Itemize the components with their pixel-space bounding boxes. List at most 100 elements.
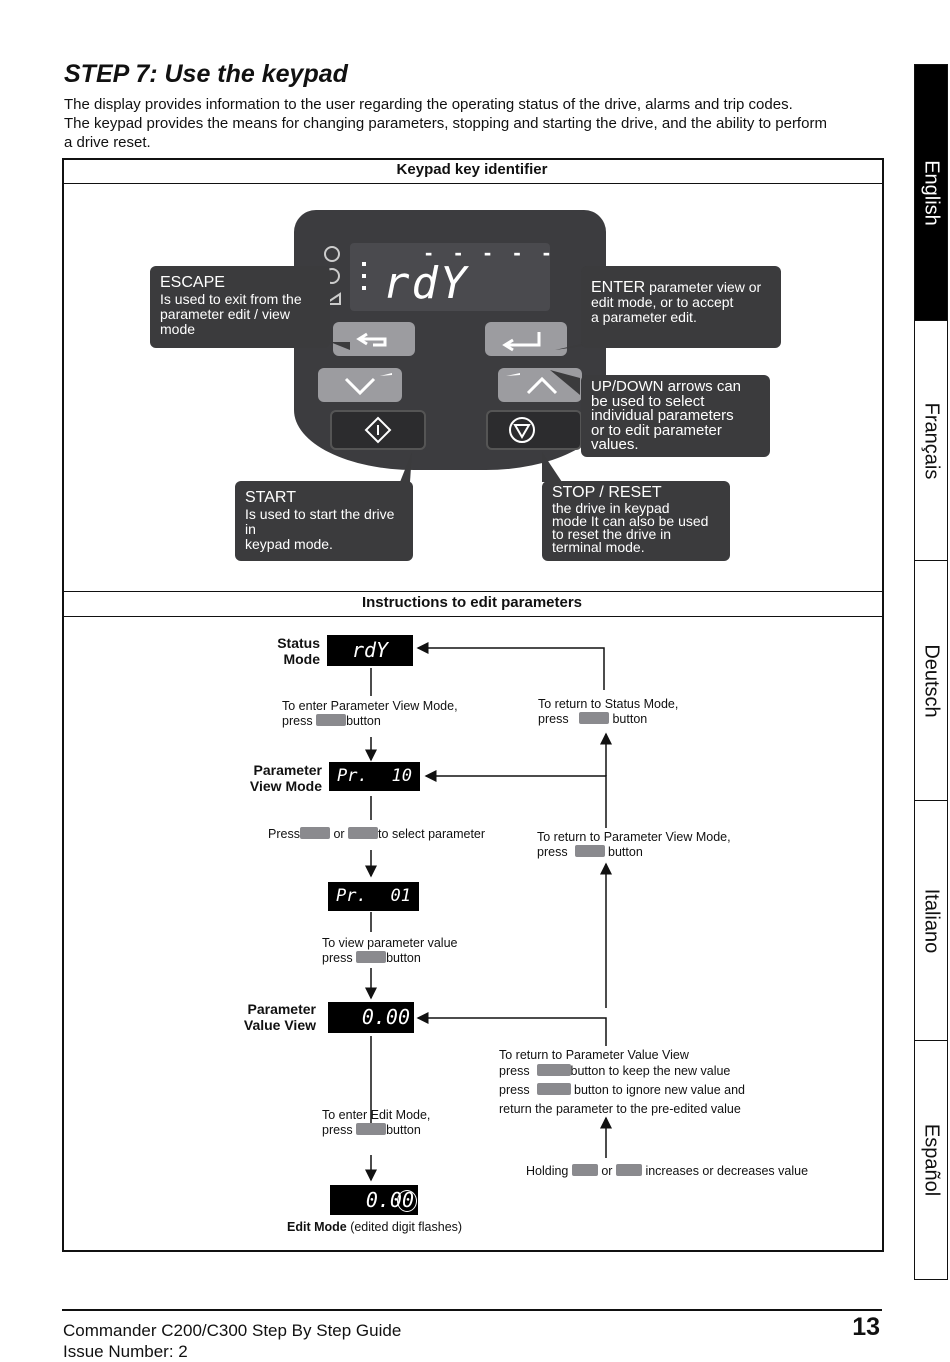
- language-tabs: English Français Deutsch Italiano Españo…: [914, 64, 948, 1280]
- status-display: rdY: [327, 635, 413, 666]
- intro-text: The display provides information to the …: [64, 95, 894, 152]
- text-line: to select parameter: [378, 827, 486, 841]
- down-key[interactable]: [318, 368, 402, 402]
- param-display-2: Pr. 01: [328, 882, 419, 911]
- text-line: increases or decreases value: [645, 1164, 809, 1178]
- enter-callout-line: parameter view or: [645, 279, 762, 295]
- tab-label: Italiano: [920, 888, 943, 953]
- lcd-indicator-dots: [362, 262, 366, 266]
- text-line: press: [537, 845, 568, 859]
- display-text: 10: [391, 766, 412, 786]
- text-line: button: [612, 712, 648, 726]
- stop-callout: STOP / RESET the drive in keypad mode It…: [542, 481, 730, 561]
- updown-callout: UP/DOWN arrows can be used to select ind…: [581, 375, 770, 457]
- start-icon: [364, 416, 392, 444]
- updown-callout-line: or to edit parameter: [591, 421, 722, 439]
- text-line: Press: [268, 827, 300, 841]
- tab-label: Español: [920, 1123, 943, 1196]
- footer-issue: Issue Number: 2: [63, 1342, 188, 1361]
- escape-icon: [579, 712, 609, 724]
- text-line: To return to Parameter Value View: [499, 1048, 689, 1062]
- tab-label: English: [920, 159, 943, 226]
- enter-icon: [356, 951, 387, 963]
- label-line: Status: [277, 635, 320, 651]
- text-line: Holding: [526, 1164, 569, 1178]
- escape-callout: ESCAPE Is used to exit from the paramete…: [150, 266, 330, 348]
- view-value-text: To view parameter value press button: [322, 936, 457, 966]
- escape-callout-line: parameter edit / view: [160, 306, 290, 322]
- tab-espanol[interactable]: Español: [915, 1041, 947, 1278]
- lcd-text: rdY: [383, 258, 469, 309]
- text-line: press: [538, 712, 569, 726]
- stop-callout-line: mode It can also be used: [552, 513, 709, 529]
- start-callout: START Is used to start the drive in keyp…: [235, 481, 413, 561]
- enter-callout-line: edit mode, or to accept: [591, 294, 734, 310]
- updown-callout-line: be used to select: [591, 392, 705, 410]
- enter-icon: [356, 1123, 387, 1135]
- stop-callout-line: terminal mode.: [552, 539, 645, 555]
- label-line: Mode: [283, 651, 320, 667]
- return-param-view-text: To return to Parameter View Mode, press …: [537, 830, 731, 860]
- label-line: Value View: [243, 1017, 316, 1033]
- text-line: press: [499, 1064, 530, 1078]
- section-header-keypad: Keypad key identifier: [396, 161, 548, 178]
- down-arrow-icon: [344, 373, 392, 396]
- escape-icon: [574, 845, 605, 857]
- display-text: Pr.: [337, 766, 368, 786]
- tab-label: Deutsch: [920, 643, 943, 718]
- divider: [62, 616, 882, 617]
- enter-callout: ENTER parameter view or edit mode, or to…: [581, 266, 781, 348]
- enter-icon: [536, 1064, 571, 1076]
- content-frame: [62, 158, 884, 1252]
- enter-icon: [502, 332, 541, 352]
- text-line: button to ignore new value and: [574, 1083, 745, 1097]
- enter-callout-line: a parameter edit.: [591, 309, 697, 325]
- enter-icon: [316, 714, 347, 726]
- escape-icon: [356, 332, 387, 347]
- start-callout-line: keypad mode.: [245, 536, 333, 552]
- flashing-digit-indicator: [397, 1190, 417, 1212]
- tab-english[interactable]: English: [915, 65, 947, 321]
- return-value-view-text: To return to Parameter Value View press …: [499, 1048, 745, 1119]
- start-key[interactable]: [330, 410, 426, 450]
- tab-italiano[interactable]: Italiano: [915, 801, 947, 1041]
- text-line: press: [322, 1123, 353, 1137]
- intro-line-1: The display provides information to the …: [64, 96, 793, 113]
- escape-key[interactable]: [333, 322, 415, 356]
- enter-edit-text: To enter Edit Mode, press button: [322, 1108, 430, 1138]
- stop-callout-line: to reset the drive in: [552, 526, 672, 542]
- edit-mode-label: Edit Mode: [287, 1220, 347, 1234]
- start-callout-line: Is used to start the drive in: [245, 506, 395, 537]
- holding-text: Holding or increases or decreases value: [526, 1164, 808, 1179]
- stop-callout-line: the drive in keypad: [552, 500, 670, 516]
- text-line: To enter Parameter View Mode,: [282, 699, 458, 713]
- up-arrow-icon: [506, 373, 558, 395]
- text-line: To return to Status Mode,: [538, 697, 679, 711]
- lcd-dashes: - - - - -: [425, 240, 559, 265]
- keypad-display: [350, 243, 550, 311]
- text-line: press: [322, 951, 353, 965]
- text-line: or: [601, 1164, 613, 1178]
- page-number: 13: [852, 1313, 880, 1341]
- section-header-instructions: Instructions to edit parameters: [361, 594, 583, 611]
- escape-callout-line: Is used to exit from the: [160, 291, 302, 307]
- escape-icon: [536, 1083, 571, 1095]
- tab-deutsch[interactable]: Deutsch: [915, 561, 947, 801]
- stop-icon: [509, 417, 535, 443]
- enter-key[interactable]: [485, 322, 567, 356]
- text-line: button to keep the new value: [570, 1064, 731, 1078]
- text-line: button: [386, 951, 421, 965]
- footer-rule: [62, 1309, 882, 1311]
- display-text: 01: [390, 886, 411, 906]
- display-text: Pr.: [336, 886, 367, 906]
- text-line: To enter Edit Mode,: [322, 1108, 431, 1122]
- text-line: button: [346, 714, 381, 728]
- updown-callout-line: individual parameters: [591, 407, 734, 424]
- tab-francais[interactable]: Français: [915, 321, 947, 561]
- text-line: press: [282, 714, 313, 728]
- enter-callout-title: ENTER: [591, 279, 646, 296]
- divider: [62, 591, 882, 592]
- text-line: or: [333, 827, 345, 841]
- status-mode-label: Status Mode: [240, 635, 320, 667]
